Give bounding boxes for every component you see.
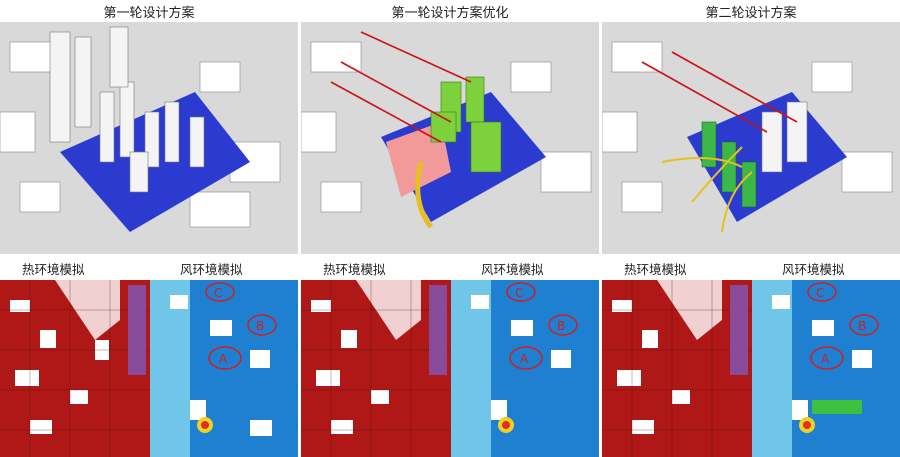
panel-title: 第二轮设计方案	[705, 6, 797, 21]
wind-simulation-map: A B C	[752, 280, 900, 457]
wind-zone-a-label: A	[821, 352, 830, 366]
massing-model-image	[602, 22, 900, 254]
wind-zone-c-label: C	[214, 286, 222, 300]
wind-sim-label: 风环境模拟	[180, 262, 243, 277]
wind-simulation-map: A B C	[451, 280, 599, 457]
panel-title: 第一轮设计方案优化	[391, 6, 509, 21]
heat-simulation-map	[301, 280, 451, 457]
panel-round-2: 第二轮设计方案 热环境模拟 风环境模拟	[602, 0, 900, 457]
wind-simulation-map: A B C	[150, 280, 298, 457]
heat-sim-label: 热环境模拟	[22, 262, 85, 277]
panel-divider	[599, 0, 602, 457]
massing-model-image	[0, 22, 298, 254]
wind-zone-c-label: C	[515, 286, 523, 300]
wind-sim-label: 风环境模拟	[481, 262, 544, 277]
massing-model-image	[301, 22, 599, 254]
panel-round-1-optimized: 第一轮设计方案优化 热环境模拟 风环境模拟	[301, 0, 599, 457]
heat-sim-label: 热环境模拟	[323, 262, 386, 277]
wind-zone-a-label: A	[520, 352, 529, 366]
heat-simulation-map	[602, 280, 752, 457]
wind-zone-c-label: C	[816, 286, 824, 300]
wind-zone-b-label: B	[256, 319, 264, 333]
heat-sim-label: 热环境模拟	[624, 262, 687, 277]
wind-sim-label: 风环境模拟	[782, 262, 845, 277]
wind-zone-b-label: B	[858, 319, 866, 333]
panel-round-1: 第一轮设计方案 热环境模拟 风环境模拟	[0, 0, 298, 457]
panel-divider	[298, 0, 301, 457]
heat-simulation-map	[0, 280, 150, 457]
wind-zone-a-label: A	[219, 352, 228, 366]
panel-title: 第一轮设计方案	[103, 6, 195, 21]
wind-zone-b-label: B	[557, 319, 565, 333]
